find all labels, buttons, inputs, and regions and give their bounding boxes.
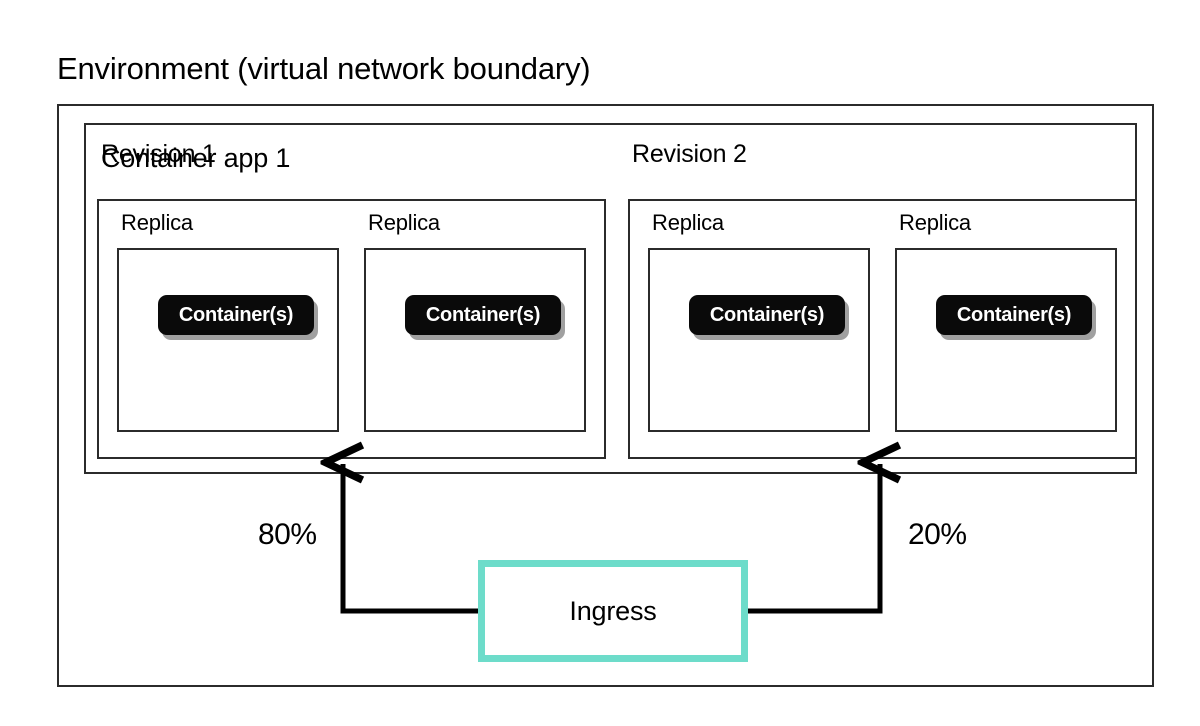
replica-label: Replica [121,210,193,235]
replica-box: Replica Container(s) [117,210,339,432]
container-pill: Container(s) [936,295,1092,335]
container-pill: Container(s) [158,295,314,335]
replica-box: Replica Container(s) [895,210,1117,432]
container-app-box: Container app 1 Revision 1 Replica Conta… [84,123,1137,474]
traffic-split-label-revision-1: 80% [258,518,317,551]
traffic-split-label-revision-2: 20% [908,518,967,551]
environment-title: Environment (virtual network boundary) [57,51,591,86]
replica-label: Replica [652,210,724,235]
replica-box: Replica Container(s) [364,210,586,432]
ingress-box: Ingress [478,560,748,662]
replica-box: Replica Container(s) [648,210,870,432]
container-pill: Container(s) [405,295,561,335]
environment-boundary-box: Container app 1 Revision 1 Replica Conta… [57,104,1154,687]
revision-group-2: Revision 2 Replica Container(s) Replica … [628,140,1137,459]
container-app-title: Container app 1 [101,143,291,173]
replica-label: Replica [368,210,440,235]
replica-label: Replica [899,210,971,235]
revision-1-title: Revision 1 [101,140,216,168]
revision-2-title: Revision 2 [632,140,747,168]
revision-group-1: Revision 1 Replica Container(s) Replica … [97,140,606,459]
container-pill: Container(s) [689,295,845,335]
